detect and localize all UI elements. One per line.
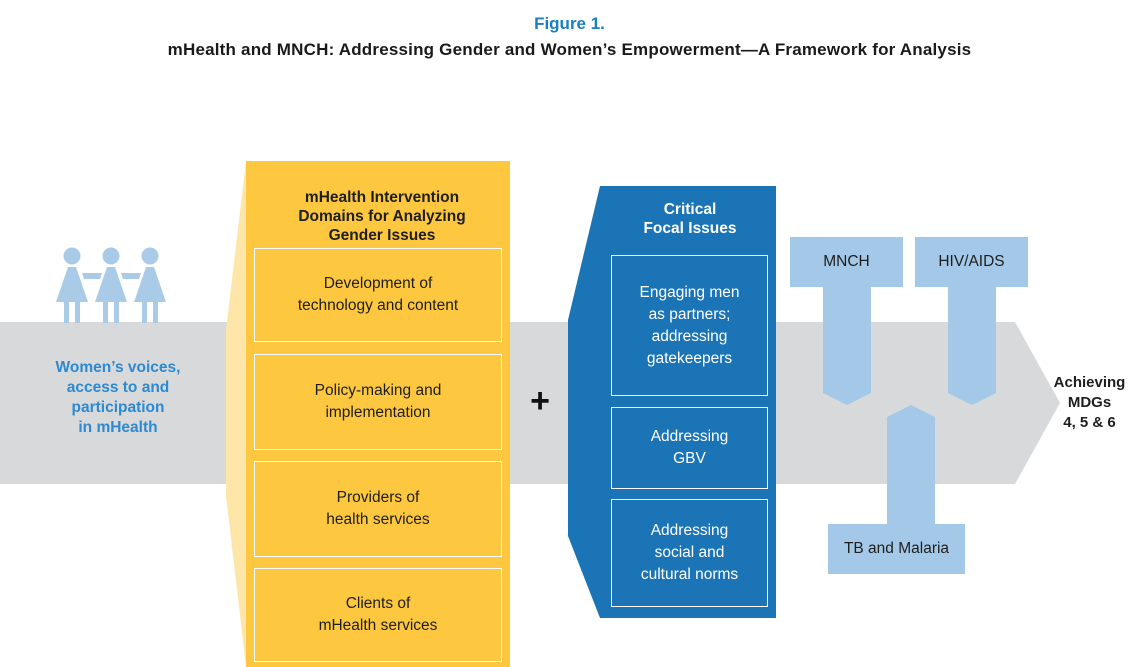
focal-box-gbv: Addressing GBV — [611, 407, 768, 489]
women-group-icon — [56, 247, 166, 323]
focal-box-social-norms: Addressing social and cultural norms — [611, 499, 768, 607]
women-voices-text: Women’s voices, access to and participat… — [55, 359, 181, 436]
hiv-aids-connector — [915, 237, 1028, 405]
woman-figure-2 — [95, 247, 127, 323]
goal-text: Achieving MDGs 4, 5 & 6 — [1053, 374, 1126, 431]
domain-box-clients: Clients of mHealth services — [254, 568, 502, 662]
mnch-label: MNCH — [823, 253, 870, 270]
domains-slant — [226, 161, 246, 666]
domain-box-providers: Providers of health services — [254, 461, 502, 557]
figure-label: Figure 1. — [534, 14, 605, 33]
domain-box-technology: Development of technology and content — [254, 248, 502, 342]
tb-malaria-label: TB and Malaria — [843, 540, 950, 557]
focal-box-engaging-men: Engaging men as partners; addressing gat… — [611, 255, 768, 396]
woman-figure-1 — [56, 247, 88, 323]
mnch-connector — [790, 237, 903, 405]
plus-sign: + — [530, 382, 550, 420]
joined-arms — [121, 273, 141, 279]
tb-malaria-connector — [828, 405, 965, 574]
focal-heading: Critical Focal Issues — [643, 201, 737, 237]
woman-figure-3 — [134, 247, 166, 323]
domain-box-policy: Policy-making and implementation — [254, 354, 502, 450]
hiv-aids-label: HIV/AIDS — [938, 253, 1005, 270]
figure-title: mHealth and MNCH: Addressing Gender and … — [167, 40, 972, 59]
domains-heading: mHealth Intervention Domains for Analyzi… — [298, 189, 466, 244]
joined-arms — [82, 273, 102, 279]
focal-panel — [568, 186, 776, 618]
domains-panel — [246, 161, 510, 667]
